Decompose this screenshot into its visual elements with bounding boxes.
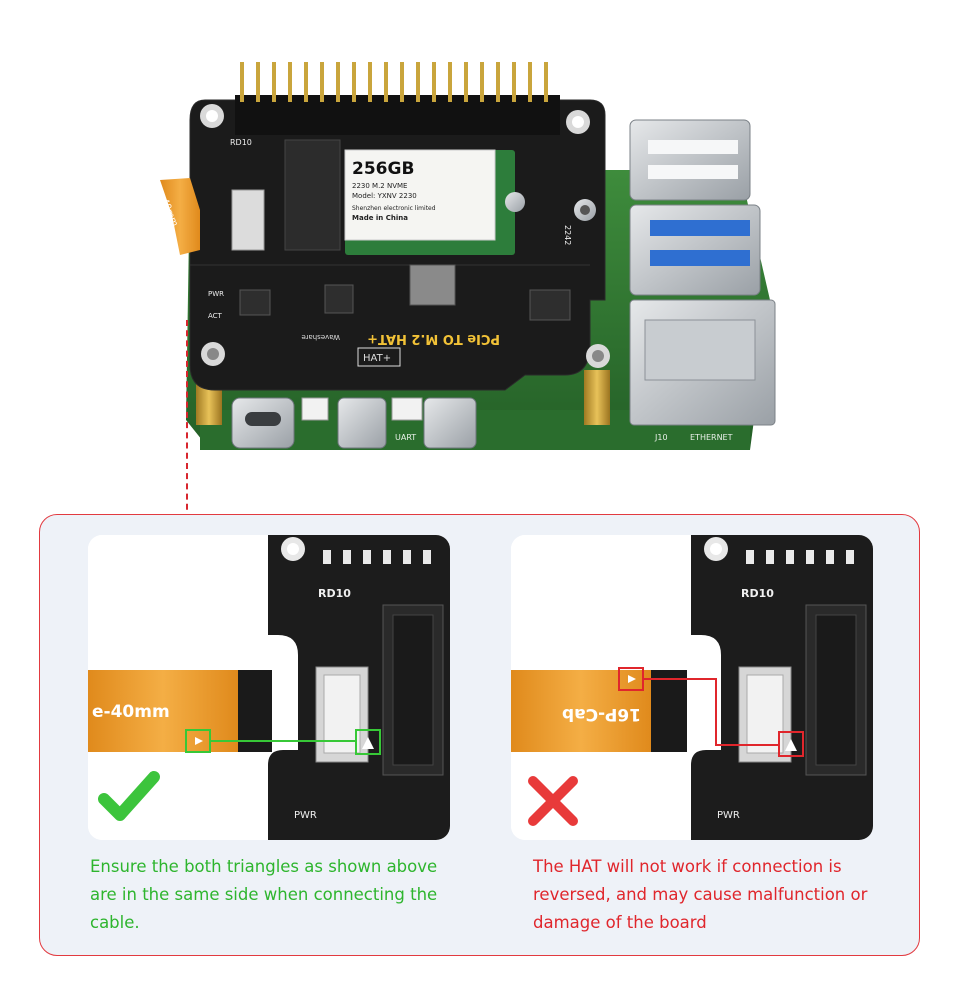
misalignment-line [643,678,779,746]
gpio-pin [464,62,468,102]
product-hero: ETHERNET J10 UART [159,62,776,450]
gpio-pin [432,62,436,102]
ssd-screw [505,192,525,212]
rd10-label: RD10 [230,138,252,147]
hat-badge-box [357,347,401,367]
j10-label: J10 [654,433,668,442]
ssd-line2: Model: YXNV 2230 [352,192,417,200]
gpio-pin [496,62,500,102]
ffc-cable [511,670,651,752]
hat-brand: Waveshare [301,333,340,341]
gpio-pin [400,62,404,102]
gpio-pin [480,62,484,102]
gpio-pin [528,62,532,102]
ssd-line1: 2230 M.2 NVME [352,182,407,190]
pwr-label: PWR [717,810,740,821]
gpio-pin [240,62,244,102]
reversed-connection-illustration: RD10 16P-Cab PWR [511,535,873,840]
correct-connection-caption: Ensure the both triangles as shown above… [90,857,438,932]
gpio-pin [544,62,548,102]
fpc-connector [231,189,265,251]
callout-dashed-line [186,320,188,520]
connector-triangle-marker [355,729,381,755]
usb-ports [629,119,761,296]
gpio-pin [304,62,308,102]
comparison-panel: RD10 e-40mm PWR [39,514,920,956]
correct-connection-card: RD10 e-40mm PWR [88,535,450,840]
gpio-pin [368,62,372,102]
ssd-card: 256GB 2230 M.2 NVME Model: YXNV 2230 She… [344,149,525,255]
cable-label: 16P-Cab [562,704,641,724]
ssd-line3: Shenzhen electronic limited [352,205,436,212]
board-illustration: ETHERNET J10 UART [159,62,776,450]
uart-label: UART [395,433,416,442]
gpio-pin [384,62,388,102]
ffc-cable [88,670,238,752]
m2-slot [284,139,341,251]
ssd-capacity: 256GB [352,159,414,179]
gpio-pin [352,62,356,102]
cross-icon [528,776,578,826]
ffc-cable [160,178,200,255]
ssd-line4: Made in China [352,214,408,222]
gpio-pin [448,62,452,102]
bottom-ports [231,397,477,449]
hat-title: PCIe TO M.2 HAT+ [367,331,500,346]
reversed-connection-card: RD10 16P-Cab PWR [511,535,873,840]
gpio-pin [288,62,292,102]
mounting-holes [200,104,610,368]
gpio-pin [416,62,420,102]
gpio-pin [512,62,516,102]
standoff-right [584,370,610,425]
gpio-header [235,95,560,135]
pwr-label: PWR [294,810,317,821]
ethernet-port [629,299,776,426]
connector-triangle-marker [778,731,804,757]
hat-badge: HAT+ [363,353,391,364]
check-icon [98,771,160,821]
correct-connection-illustration: RD10 e-40mm PWR [88,535,450,840]
rd10-label: RD10 [318,587,351,600]
gpio-pin [256,62,260,102]
reversed-connection-caption: The HAT will not work if connection is r… [533,857,868,932]
pwr-label: PWR [208,290,224,298]
ethernet-label: ETHERNET [690,433,733,442]
rd10-label: RD10 [741,587,774,600]
2242-label: 2242 [563,225,572,245]
act-label: ACT [208,312,223,320]
gpio-pin [272,62,276,102]
gpio-pin [336,62,340,102]
cable-label: e-40mm [92,702,170,722]
gpio-pin [320,62,324,102]
